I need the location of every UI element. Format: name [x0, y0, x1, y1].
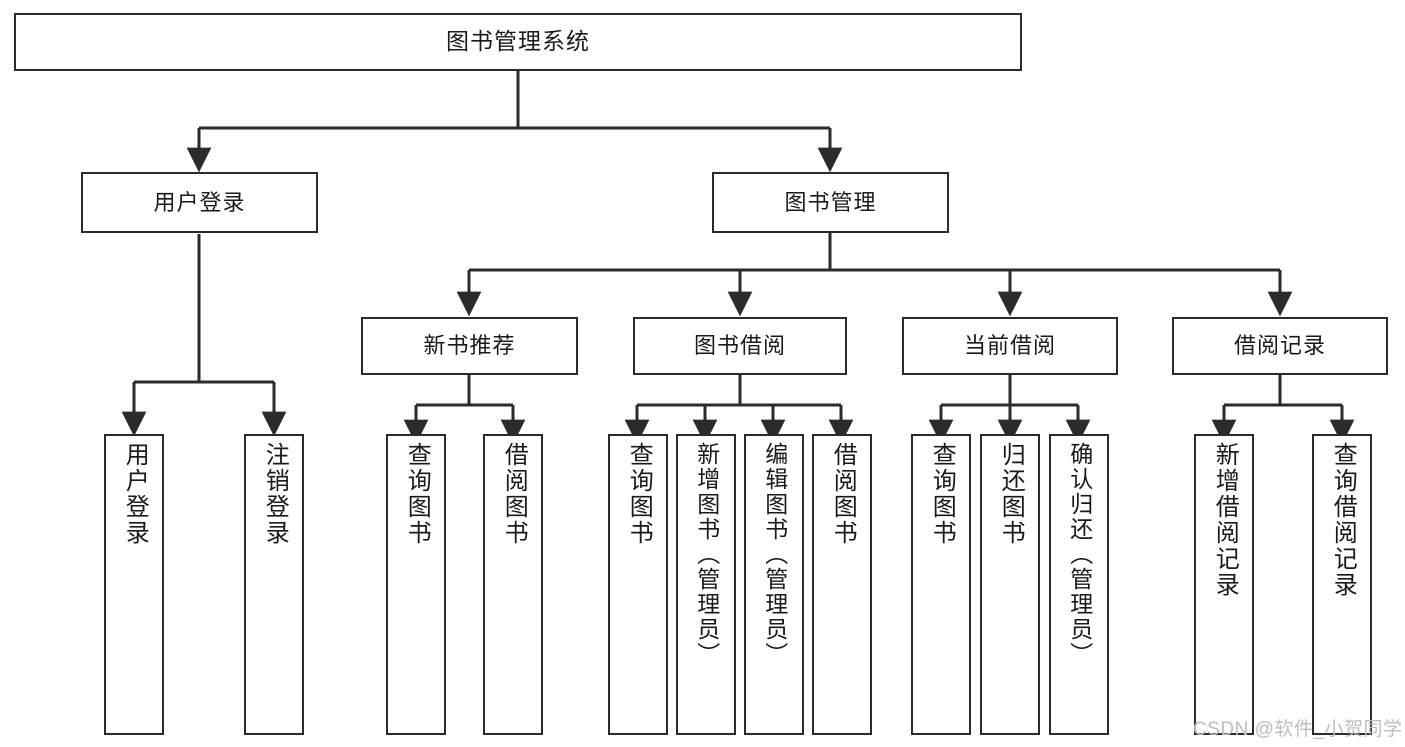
- node-label: 注销登录: [261, 442, 289, 546]
- node-leaf-borrow-book-2[interactable]: 借阅图书: [812, 434, 872, 735]
- node-label: 借阅图书: [829, 442, 857, 546]
- node-book-management[interactable]: 图书管理: [712, 172, 949, 233]
- node-leaf-query-book-3[interactable]: 查询图书: [911, 434, 971, 735]
- node-label: 查询图书: [928, 442, 956, 546]
- node-leaf-user-login[interactable]: 用户登录: [104, 434, 164, 735]
- node-leaf-logout[interactable]: 注销登录: [244, 434, 304, 735]
- node-leaf-edit-book[interactable]: 编辑图书（管理员）: [744, 434, 804, 735]
- node-label: 查询图书: [625, 442, 653, 546]
- node-label: 图书管理: [784, 189, 877, 215]
- node-label: 编辑图书（管理员）: [761, 442, 788, 667]
- node-book-borrow[interactable]: 图书借阅: [633, 317, 847, 375]
- node-leaf-return-book[interactable]: 归还图书: [980, 434, 1040, 735]
- node-user-login[interactable]: 用户登录: [81, 172, 318, 233]
- node-leaf-query-book-1[interactable]: 查询图书: [386, 434, 446, 735]
- node-leaf-query-record[interactable]: 查询借阅记录: [1312, 434, 1372, 735]
- node-label: 查询图书: [403, 442, 431, 546]
- node-leaf-query-book-2[interactable]: 查询图书: [608, 434, 668, 735]
- csdn-watermark: CSDN @软件_小贺同学: [1193, 719, 1403, 740]
- node-label: 新增借阅记录: [1211, 442, 1239, 598]
- node-label: 用户登录: [121, 442, 149, 546]
- node-label: 借阅记录: [1233, 333, 1326, 359]
- node-label: 归还图书: [997, 442, 1025, 546]
- node-new-book-recommend[interactable]: 新书推荐: [361, 317, 578, 375]
- node-leaf-borrow-book-1[interactable]: 借阅图书: [483, 434, 543, 735]
- node-label: 图书借阅: [693, 333, 786, 359]
- node-label: 当前借阅: [963, 333, 1056, 359]
- node-label: 图书管理系统: [446, 28, 590, 55]
- node-current-borrow[interactable]: 当前借阅: [902, 317, 1118, 375]
- node-label: 确认归还（管理员）: [1066, 442, 1093, 667]
- node-leaf-confirm-return[interactable]: 确认归还（管理员）: [1049, 434, 1109, 735]
- node-leaf-add-record[interactable]: 新增借阅记录: [1194, 434, 1254, 735]
- node-label: 用户登录: [153, 189, 246, 215]
- node-leaf-add-book[interactable]: 新增图书（管理员）: [676, 434, 736, 735]
- node-label: 借阅图书: [500, 442, 528, 546]
- node-borrow-record[interactable]: 借阅记录: [1172, 317, 1388, 375]
- node-root-book-management-system[interactable]: 图书管理系统: [14, 13, 1022, 71]
- node-label: 查询借阅记录: [1329, 442, 1357, 598]
- node-label: 新增图书（管理员）: [693, 442, 720, 667]
- node-label: 新书推荐: [423, 333, 516, 359]
